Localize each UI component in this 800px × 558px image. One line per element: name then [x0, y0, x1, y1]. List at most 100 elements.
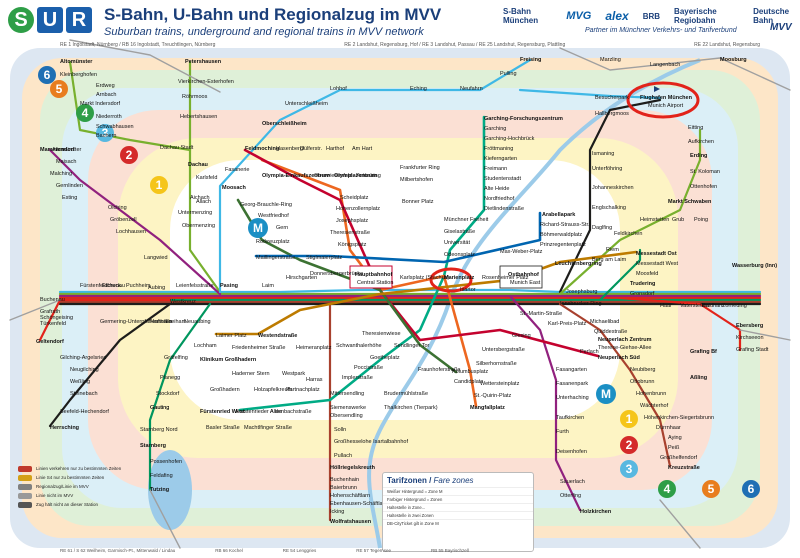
- station-label[interactable]: Laimer Platz: [216, 333, 247, 339]
- station-label[interactable]: Pullach: [334, 453, 353, 459]
- station-label[interactable]: Bonner Platz: [402, 199, 434, 205]
- station-label[interactable]: Puchheim: [126, 283, 151, 289]
- station-label[interactable]: Implerstraße: [342, 375, 373, 381]
- station-label[interactable]: Odeonsplatz: [444, 252, 475, 258]
- station-label[interactable]: Lohhof: [330, 86, 347, 92]
- station-label[interactable]: Goetheplatz: [370, 355, 400, 361]
- station-label[interactable]: Dietlindenstraße: [484, 206, 525, 212]
- station-label[interactable]: Leuchtenbergring: [555, 261, 602, 267]
- station-label[interactable]: Munich Airport: [648, 103, 684, 109]
- station-label[interactable]: Theresienwiese: [362, 331, 401, 337]
- station-label[interactable]: Westkreuz: [170, 299, 196, 305]
- station-label[interactable]: Kieferngarten: [484, 156, 518, 162]
- station-label[interactable]: Gronsdorf: [630, 291, 655, 297]
- station-label[interactable]: Hallbergmoos: [595, 111, 629, 117]
- station-label[interactable]: Nordfriedhof: [484, 196, 515, 202]
- station-label[interactable]: Türkenfeld: [40, 321, 66, 327]
- station-label[interactable]: Westendstraße: [258, 333, 298, 339]
- station-label[interactable]: Hohenbrunn: [636, 391, 667, 397]
- station-label[interactable]: Gernlinden: [56, 183, 83, 189]
- station-label[interactable]: Otterfing: [560, 493, 582, 499]
- station-label[interactable]: Stockdorf: [156, 391, 180, 397]
- station-label[interactable]: Großhesselohe Isartalbahnhof: [334, 439, 408, 445]
- station-label[interactable]: Machtlfinger Straße: [244, 425, 292, 431]
- station-label[interactable]: Fasangarten: [556, 367, 587, 373]
- station-label[interactable]: Dachau: [188, 162, 208, 168]
- station-label[interactable]: Schwabhausen: [96, 124, 134, 130]
- station-label[interactable]: Daglfing: [592, 225, 613, 231]
- station-label[interactable]: Grub: [672, 217, 685, 223]
- station-label[interactable]: Fasanenpark: [556, 381, 589, 387]
- station-label[interactable]: Hirschgarten: [286, 275, 318, 281]
- station-label[interactable]: Peiß: [668, 445, 680, 451]
- station-label[interactable]: Arnbach: [96, 92, 117, 98]
- station-label[interactable]: Petuelring: [356, 173, 381, 179]
- station-label[interactable]: Kreuzstraße: [668, 465, 700, 471]
- station-label[interactable]: Eching: [410, 86, 427, 92]
- station-label[interactable]: Garching-Hochbrück: [484, 136, 535, 142]
- station-label[interactable]: Brudermühlstraße: [384, 391, 429, 397]
- station-label[interactable]: Gauting: [150, 405, 170, 411]
- station-label[interactable]: Marzling: [600, 57, 621, 63]
- station-label[interactable]: Neubiberg: [630, 367, 656, 373]
- station-label[interactable]: St.-Martin-Straße: [520, 311, 563, 317]
- station-label[interactable]: Holzapfelkreuth: [254, 387, 293, 393]
- station-label[interactable]: Karlsfeld: [196, 175, 218, 181]
- station-label[interactable]: Berg am Laim: [592, 257, 627, 263]
- station-label[interactable]: Vaterstetten: [680, 303, 710, 309]
- station-label[interactable]: Ebenhausen-Schäftlarn: [330, 501, 388, 507]
- station-label[interactable]: Schöngeising: [40, 315, 74, 321]
- station-label[interactable]: Haar: [660, 303, 672, 309]
- station-label[interactable]: Fürstenfeldbruck: [80, 283, 121, 289]
- station-label[interactable]: Aying: [668, 435, 682, 441]
- station-label[interactable]: St.-Quirin-Platz: [474, 393, 512, 399]
- station-label[interactable]: Böhmerwaldplatz: [540, 232, 583, 238]
- station-label[interactable]: Untermenzing: [178, 210, 213, 216]
- station-label[interactable]: Großhelfendorf: [660, 455, 697, 461]
- station-label[interactable]: Ottobrunn: [630, 379, 655, 385]
- station-label[interactable]: Innsbrucker Ring: [560, 301, 602, 307]
- station-label[interactable]: Malching: [50, 171, 73, 177]
- station-label[interactable]: Sauerlach: [560, 479, 585, 485]
- station-label[interactable]: Altomünster: [52, 147, 82, 153]
- station-label[interactable]: Gräfelfing: [164, 355, 188, 361]
- station-label[interactable]: Wolfratshausen: [330, 519, 372, 525]
- station-label[interactable]: Weßling: [70, 379, 91, 385]
- station-label[interactable]: Heimstetten: [640, 217, 670, 223]
- station-label[interactable]: Mammendorf: [40, 147, 75, 153]
- station-label[interactable]: Grafing Stadt: [736, 347, 769, 353]
- station-label[interactable]: Vierkirchen-Esterhofen: [178, 79, 234, 85]
- station-label[interactable]: Riem: [606, 247, 619, 253]
- station-label[interactable]: Marienplatz: [444, 275, 475, 281]
- station-label[interactable]: Kolumbusplatz: [452, 369, 489, 375]
- station-label[interactable]: Deisenhofen: [556, 449, 587, 455]
- station-label[interactable]: Herrsching: [50, 425, 80, 431]
- station-label[interactable]: Unterhaching: [556, 395, 589, 401]
- station-label[interactable]: Josephsburg: [566, 289, 598, 295]
- station-label[interactable]: Olching: [108, 205, 127, 211]
- station-label[interactable]: Obermenzing: [182, 223, 216, 229]
- station-label[interactable]: Dürrnhaar: [656, 425, 681, 431]
- station-label[interactable]: Milbertshofen: [400, 177, 434, 183]
- station-label[interactable]: Karl-Preis-Platz: [548, 321, 587, 327]
- station-label[interactable]: Solln: [334, 427, 347, 433]
- station-label[interactable]: Planegg: [160, 375, 181, 381]
- station-label[interactable]: Bachern: [96, 133, 117, 139]
- station-label[interactable]: Giesing: [512, 333, 531, 339]
- station-label[interactable]: Heimeranplatz: [296, 345, 332, 351]
- station-label[interactable]: Poccistraße: [354, 365, 384, 371]
- station-label[interactable]: Siemenswerke: [330, 405, 367, 411]
- station-label[interactable]: Grafrath: [40, 309, 61, 315]
- station-label[interactable]: Donnersbergerbrücke: [310, 271, 364, 277]
- station-label[interactable]: Germering-Unterpfaffenhofen: [100, 319, 172, 325]
- station-label[interactable]: Friedenheimer Straße: [232, 345, 286, 351]
- station-label[interactable]: Fraunhoferstraße: [418, 367, 461, 373]
- station-label[interactable]: Mangfallplatz: [470, 405, 505, 411]
- station-label[interactable]: Icking: [330, 509, 345, 515]
- station-label[interactable]: Dachau Stadt: [160, 145, 194, 151]
- station-label[interactable]: Scheidplatz: [340, 195, 369, 201]
- station-label[interactable]: Laim: [262, 283, 274, 289]
- station-label[interactable]: Schwanthalerhöhe: [336, 343, 382, 349]
- station-label[interactable]: Langenbach: [650, 62, 681, 68]
- station-label[interactable]: Universität: [444, 240, 470, 246]
